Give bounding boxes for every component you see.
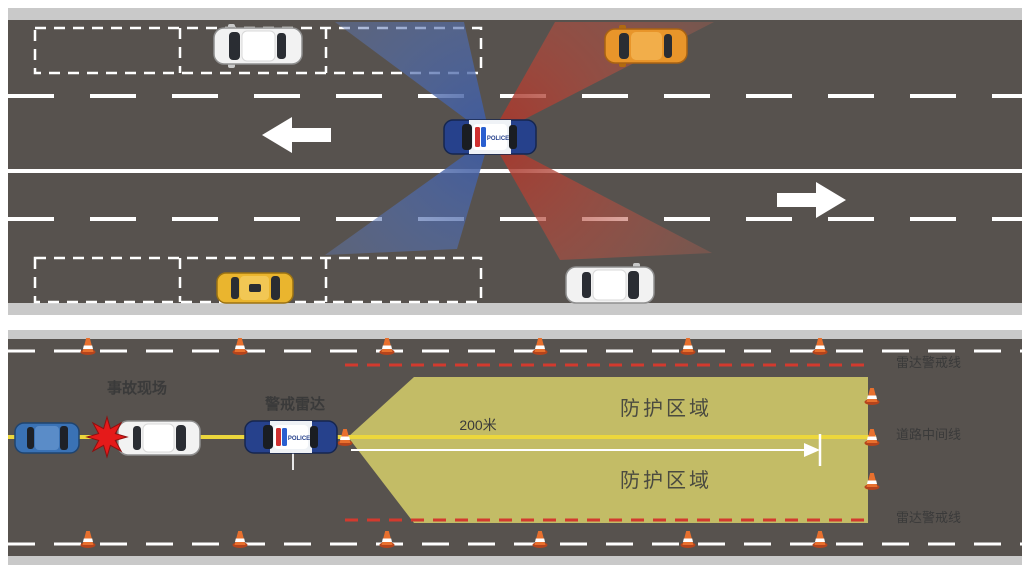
label-radar-warning-line-bottom: 雷达警戒线 (896, 510, 961, 525)
taxi-car-icon (216, 272, 294, 304)
blue-car-icon (14, 422, 80, 454)
police-car-label: POLICE (288, 436, 310, 442)
label-radar-warning-line-top: 雷达警戒线 (896, 355, 961, 370)
police-car-label: POLICE (487, 136, 509, 142)
road-shoulder-bottom (8, 556, 1022, 565)
label-road-center-line: 道路中间线 (896, 427, 961, 442)
road-shoulder-top (8, 330, 1022, 339)
direction-arrow-left-icon (262, 117, 331, 153)
orange-car-icon (604, 25, 688, 67)
closed-bay-markings-top (33, 26, 483, 75)
police-car-icon: POLICE (443, 119, 537, 155)
collision-burst-icon (85, 415, 129, 459)
label-accident-scene: 事故现场 (107, 379, 167, 397)
label-protection-zone-lower: 防护区域 (620, 469, 712, 492)
radar-beam-blue-upper (335, 22, 490, 137)
road-shoulder-bottom (8, 303, 1022, 315)
radar-beam-blue-lower (325, 137, 490, 255)
top-panel-roadway: POLICE (8, 8, 1022, 315)
label-protection-zone-upper: 防护区域 (620, 397, 712, 420)
road-shoulder-top (8, 8, 1022, 20)
bottom-roadway-svg: POLICE 事故现场 警戒雷达 200米 防护区域 防护区域 雷达警戒线 道路… (8, 330, 1022, 565)
direction-arrow-right-icon (777, 182, 846, 218)
top-roadway-svg: POLICE (8, 8, 1022, 315)
white-car-icon (213, 24, 303, 68)
radar-beam-red-lower (490, 137, 712, 260)
bottom-panel-accident-diagram: POLICE 事故现场 警戒雷达 200米 防护区域 防护区域 雷达警戒线 道路… (8, 330, 1022, 565)
distance-measure-arrow (351, 434, 822, 466)
label-distance-200m: 200米 (459, 417, 496, 433)
white-car-icon (117, 420, 201, 456)
label-warning-radar: 警戒雷达 (264, 395, 325, 413)
white-car-icon (565, 263, 655, 307)
police-car-icon: POLICE (244, 420, 338, 454)
